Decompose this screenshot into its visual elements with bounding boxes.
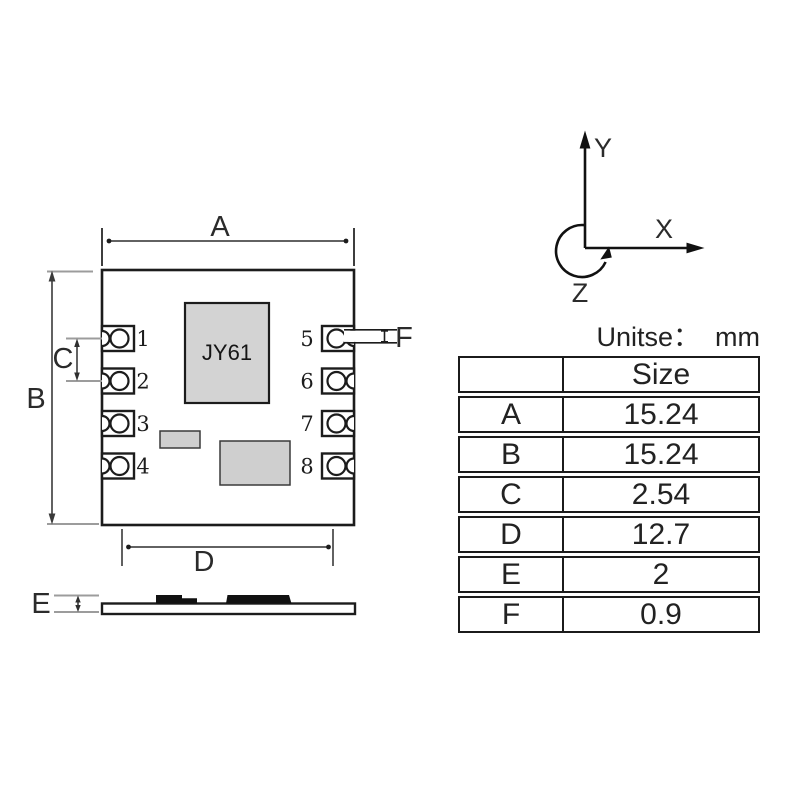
pin-1: 1 xyxy=(100,324,150,353)
size-cell: 15.24 xyxy=(623,437,699,471)
dimension-b: B xyxy=(26,270,99,525)
pin-5-number: 5 xyxy=(300,327,313,351)
size-cell: 0.9 xyxy=(640,597,682,631)
table-header-row: Size xyxy=(458,356,760,393)
pin-6-number: 6 xyxy=(300,370,313,394)
table-row: F 0.9 xyxy=(458,596,760,633)
header-size-cell: Size xyxy=(631,357,691,391)
size-cell: 15.24 xyxy=(623,397,699,431)
chip-label: JY61 xyxy=(202,340,252,365)
dim-b-label: B xyxy=(26,383,45,415)
size-cell: 2.54 xyxy=(631,477,691,511)
dim-cell: D xyxy=(460,518,564,551)
dimension-c: C xyxy=(53,337,102,382)
z-rotation-arrow xyxy=(600,246,612,260)
dim-e-label: E xyxy=(31,588,50,620)
side-component-large xyxy=(226,595,292,604)
axis-indicator: Y X Z xyxy=(554,130,705,308)
module-top-view: JY61 1 2 3 xyxy=(100,268,356,527)
dim-cell: A xyxy=(460,398,564,431)
chip-body xyxy=(183,301,271,405)
dim-a-label: A xyxy=(210,211,230,243)
pin-6: 6 xyxy=(300,367,356,395)
pin-4: 4 xyxy=(100,452,150,480)
small-part xyxy=(159,430,201,449)
dim-cell: C xyxy=(460,478,564,511)
dimension-f: F xyxy=(344,322,413,354)
pin-3: 3 xyxy=(100,409,150,438)
pin-4-number: 4 xyxy=(136,455,149,479)
dimension-a: A xyxy=(101,211,355,266)
table-row: A 15.24 xyxy=(458,396,760,433)
table-row: B 15.24 xyxy=(458,436,760,473)
header-dim-cell xyxy=(460,358,564,391)
pin-3-number: 3 xyxy=(136,412,149,436)
dimension-e: E xyxy=(31,588,99,620)
size-cell: 2 xyxy=(652,557,670,591)
units-label: Unitse： mm xyxy=(596,322,760,352)
pin-1-number: 1 xyxy=(136,327,149,351)
module-side-view xyxy=(100,595,357,616)
table-row: D 12.7 xyxy=(458,516,760,553)
dim-cell: E xyxy=(460,558,564,591)
pin-8-number: 8 xyxy=(300,455,313,479)
dimension-d: D xyxy=(121,529,334,578)
dim-c-label: C xyxy=(53,343,74,375)
dim-cell: B xyxy=(460,438,564,471)
pin-2-number: 2 xyxy=(136,370,149,394)
x-axis-arrow xyxy=(686,242,705,254)
z-rotation-arc xyxy=(554,223,607,279)
table-row: E 2 xyxy=(458,556,760,593)
dim-d-label: D xyxy=(194,546,215,578)
pin-8: 8 xyxy=(300,452,356,480)
z-axis-label: Z xyxy=(572,278,589,308)
x-axis-label: X xyxy=(655,214,673,244)
y-axis-arrow xyxy=(579,130,591,149)
size-cell: 12.7 xyxy=(631,517,691,551)
pin-7: 7 xyxy=(300,409,356,438)
dim-f-label: F xyxy=(395,322,413,354)
dim-cell: F xyxy=(460,598,564,631)
large-part xyxy=(219,440,291,486)
pin-7-number: 7 xyxy=(300,412,313,436)
y-axis-label: Y xyxy=(594,133,612,163)
size-table-block: Unitse： mm Size A 15.24 B 15.24 C 2.54 D… xyxy=(458,322,760,633)
table-row: C 2.54 xyxy=(458,476,760,513)
side-component-small xyxy=(156,595,197,604)
pin-2: 2 xyxy=(100,367,150,395)
pcb-side xyxy=(100,602,357,616)
